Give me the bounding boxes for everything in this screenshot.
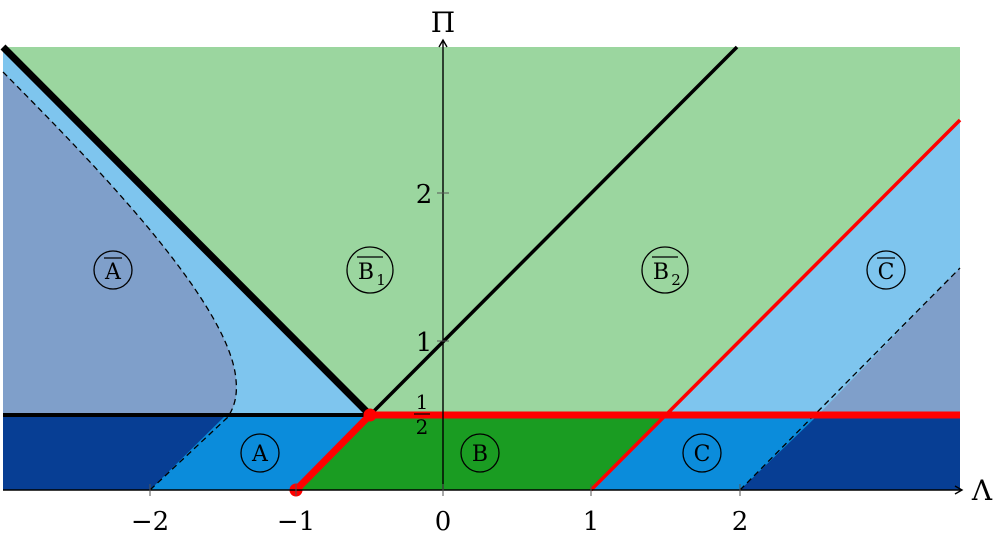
svg-text:B: B [358,260,374,285]
svg-text:C: C [694,442,711,467]
x-tick-label: −1 [277,507,315,537]
region-label-c-bar: C [866,250,906,290]
red-dot-triple-point [363,408,377,422]
x-axis-title: Λ [971,474,993,507]
x-tick-label: 2 [732,507,749,537]
dashed-boundary-right [739,267,961,491]
region-b-green [296,415,666,490]
x-tick-label: 1 [583,507,600,537]
x-tick-label: 0 [435,507,452,537]
svg-text:C: C [878,260,895,285]
black-boundary-diagonal [368,45,739,417]
svg-text:2: 2 [671,271,681,289]
region-label-c: C [682,433,722,473]
region-label-a: A [240,433,280,473]
region-c-bar-dashed [818,268,960,415]
x-tick-label: −2 [131,507,169,537]
region-label-b: B [460,433,500,473]
region-label-b1-bar: B 1 [346,246,394,294]
svg-text:A: A [251,442,269,467]
y-half-denominator: 2 [416,415,429,439]
red-boundary-short-diagonal [293,412,373,493]
red-boundary-long-diagonal [589,118,962,492]
y-tick-label: 2 [416,180,433,210]
y-half-numerator: 1 [416,390,429,414]
svg-text:B: B [472,442,488,467]
y-tick-label: 1 [416,328,433,358]
region-a-bar-dashed [3,72,237,415]
dashed-boundary-left [2,71,238,491]
y-axis-title: Π [431,6,455,39]
svg-text:1: 1 [376,271,386,289]
svg-text:B: B [653,260,669,285]
svg-text:A: A [104,260,122,285]
region-label-b2-bar: B 2 [641,246,689,294]
region-label-a-bar: A [93,250,133,290]
thick-black-boundary [0,44,373,418]
